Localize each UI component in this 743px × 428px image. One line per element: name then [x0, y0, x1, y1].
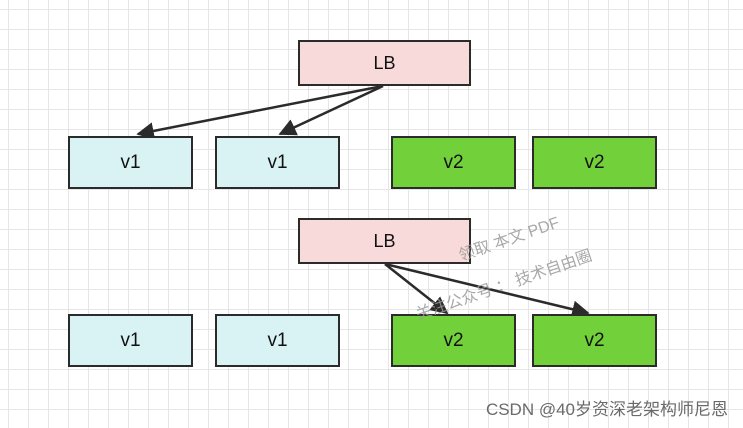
top-load-balancer: LB — [298, 40, 471, 86]
server-label: v2 — [443, 151, 464, 173]
bottom-server-v2-a: v2 — [391, 314, 516, 367]
bottom-load-balancer-label: LB — [373, 230, 396, 251]
top-load-balancer-label: LB — [373, 52, 396, 73]
server-label: v1 — [267, 151, 288, 173]
bottom-arrow-to-v2-a — [384, 263, 449, 315]
bottom-load-balancer: LB — [298, 218, 471, 264]
top-arrow-to-v1-b — [278, 84, 384, 136]
bottom-server-v2-b: v2 — [532, 314, 657, 367]
server-label: v2 — [584, 329, 605, 351]
server-label: v1 — [120, 329, 141, 351]
bottom-server-v1-b: v1 — [215, 314, 340, 367]
top-server-v2-a: v2 — [391, 136, 516, 189]
top-server-v1-a: v1 — [68, 136, 193, 189]
top-server-v1-b: v1 — [215, 136, 340, 189]
server-label: v2 — [584, 151, 605, 173]
credit-text: CSDN @40岁资深老架构师尼恩 — [485, 400, 728, 419]
server-label: v1 — [120, 151, 141, 173]
top-arrow-to-v1-a — [136, 84, 384, 140]
bottom-arrow-to-v2-b — [384, 262, 590, 318]
bottom-server-v1-a: v1 — [68, 314, 193, 367]
server-label: v1 — [267, 329, 288, 351]
server-label: v2 — [443, 329, 464, 351]
top-server-v2-b: v2 — [532, 136, 657, 189]
